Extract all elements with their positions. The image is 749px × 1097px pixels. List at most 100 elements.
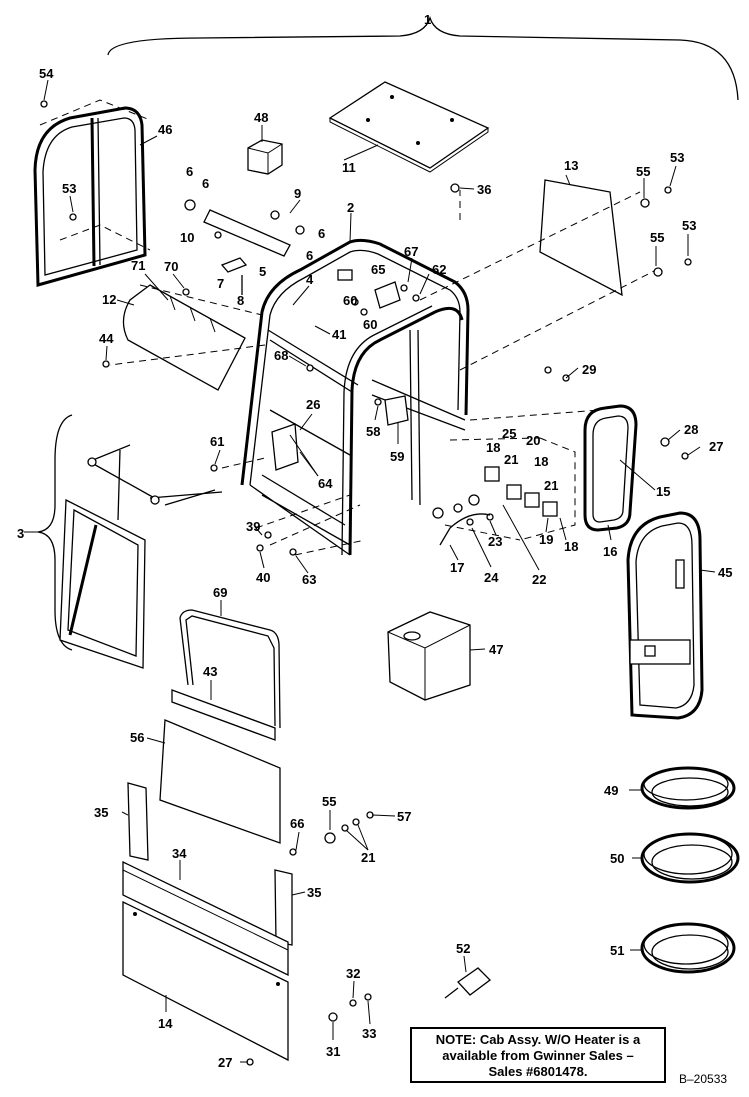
note-box: NOTE: Cab Assy. W/O Heater is a availabl… xyxy=(410,1027,666,1083)
callout: 59 xyxy=(390,449,404,464)
callout: 41 xyxy=(332,327,346,342)
left-window-part xyxy=(33,99,151,287)
callout: 47 xyxy=(489,642,503,657)
callout: 39 xyxy=(246,519,260,534)
callout: 14 xyxy=(158,1016,173,1031)
callout: 70 xyxy=(164,259,178,274)
leader-lines xyxy=(24,79,716,1063)
tank-part xyxy=(387,611,471,701)
callout: 62 xyxy=(432,262,446,277)
callout: 46 xyxy=(158,122,172,137)
callout: 32 xyxy=(346,966,360,981)
callout: 69 xyxy=(213,585,227,600)
callout: 21 xyxy=(361,850,375,865)
callout: 25 xyxy=(502,426,516,441)
callout: 18 xyxy=(534,454,548,469)
callout: 45 xyxy=(718,565,732,580)
note-line: available from Gwinner Sales – xyxy=(442,1048,634,1063)
callout: 22 xyxy=(532,572,546,587)
strip-part xyxy=(171,689,276,741)
callout: 35 xyxy=(307,885,321,900)
callout: 27 xyxy=(218,1055,232,1070)
callout: 13 xyxy=(564,158,578,173)
callout: 55 xyxy=(650,230,664,245)
callout: 29 xyxy=(582,362,596,377)
callout: 56 xyxy=(130,730,144,745)
note-line: NOTE: Cab Assy. W/O Heater is a xyxy=(435,1032,641,1047)
callout: 18 xyxy=(486,440,500,455)
callout: 66 xyxy=(290,816,304,831)
mounting-lines xyxy=(109,190,661,556)
trim-left-part xyxy=(127,782,149,861)
assembly-brace xyxy=(107,15,739,101)
cab-frame-part xyxy=(240,238,470,556)
right-glass-part xyxy=(539,179,623,297)
callout: 53 xyxy=(62,181,76,196)
callout: 16 xyxy=(603,544,617,559)
drawing-reference-code: B–20533 xyxy=(679,1072,728,1086)
callout: 27 xyxy=(709,439,723,454)
callout: 61 xyxy=(210,434,224,449)
callout: 71 xyxy=(131,258,145,273)
callout: 21 xyxy=(544,478,558,493)
sun-shade-part xyxy=(122,284,246,391)
callout: 21 xyxy=(504,452,518,467)
callout: 35 xyxy=(94,805,108,820)
hose-coil-51 xyxy=(640,922,736,974)
callout: 52 xyxy=(456,941,470,956)
callout: 36 xyxy=(477,182,491,197)
note-line: Sales #6801478. xyxy=(488,1064,588,1079)
hose-coil-49 xyxy=(640,766,736,810)
callout: 7 xyxy=(217,276,224,291)
callout: 50 xyxy=(610,851,624,866)
callout: 34 xyxy=(172,846,187,861)
callout: 4 xyxy=(306,272,314,287)
callout: 60 xyxy=(343,293,357,308)
hardware-items xyxy=(40,100,692,1066)
callout: 23 xyxy=(488,534,502,549)
callout: 6 xyxy=(306,248,313,263)
callout: 17 xyxy=(450,560,464,575)
callout: 18 xyxy=(564,539,578,554)
lower-panel-part xyxy=(122,900,289,1062)
callout: 53 xyxy=(670,150,684,165)
callout: 20 xyxy=(526,433,540,448)
callout: 44 xyxy=(99,331,114,346)
callout: 49 xyxy=(604,783,618,798)
callout: 10 xyxy=(180,230,194,245)
callout: 6 xyxy=(202,176,209,191)
callout: 57 xyxy=(397,809,411,824)
callout: 15 xyxy=(656,484,670,499)
rear-window-part xyxy=(583,404,638,532)
callout: 64 xyxy=(318,476,333,491)
callout: 19 xyxy=(539,532,553,547)
callout: 12 xyxy=(102,292,116,307)
callout: 11 xyxy=(342,160,356,175)
seal-frame-part xyxy=(185,615,276,727)
callout: 31 xyxy=(326,1044,340,1059)
roof-panel-part xyxy=(328,81,490,173)
seal-frame-part xyxy=(179,609,281,729)
callout: 48 xyxy=(254,110,268,125)
cab-door-part xyxy=(626,511,704,720)
callout: 28 xyxy=(684,422,698,437)
callout: 63 xyxy=(302,572,316,587)
panel-part xyxy=(159,719,281,844)
callout: 51 xyxy=(610,943,624,958)
callout: 2 xyxy=(347,200,354,215)
bracket-parts xyxy=(184,199,305,295)
callout: 24 xyxy=(484,570,499,585)
callout: 6 xyxy=(186,164,193,179)
trim-right-part xyxy=(274,869,293,946)
callout: 3 xyxy=(17,526,24,541)
hose-coil-50 xyxy=(640,832,740,884)
callout: 65 xyxy=(371,262,385,277)
callout: 55 xyxy=(636,164,650,179)
callout: 33 xyxy=(362,1026,376,1041)
callout: 5 xyxy=(259,264,266,279)
callout: 54 xyxy=(39,66,54,81)
callout: 40 xyxy=(256,570,270,585)
component-box-part xyxy=(247,139,283,175)
callout: 67 xyxy=(404,244,418,259)
